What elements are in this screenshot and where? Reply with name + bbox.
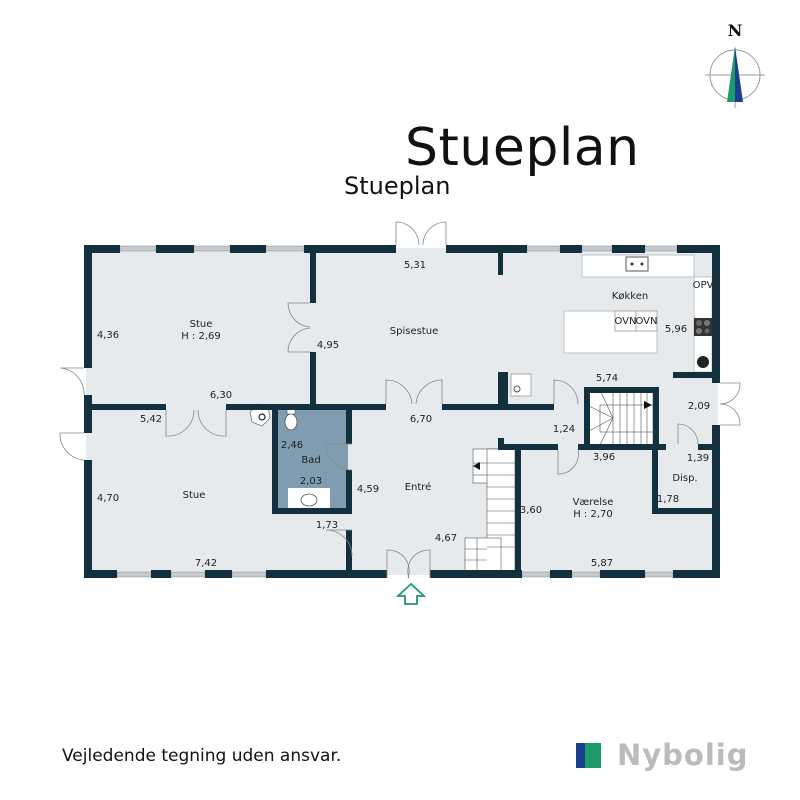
north-arrow-icon: N (705, 21, 765, 108)
dim-label: 4,67 (435, 533, 457, 544)
dim-label: 4,59 (357, 484, 379, 495)
room-stue-1-name: Stue (190, 319, 213, 330)
fridge-label: OPV (693, 280, 714, 291)
washbasin-icon (288, 488, 330, 508)
room-spisestue-name: Spisestue (390, 326, 438, 337)
room-entre-name: Entré (405, 481, 432, 493)
dim-label: 1,78 (657, 494, 679, 505)
dim-label: 4,70 (97, 493, 119, 504)
stove-icon (694, 318, 712, 336)
disclaimer-text: Vejledende tegning uden ansvar. (62, 746, 342, 766)
entrance-arrow-icon (395, 582, 427, 605)
dim-label: 5,42 (140, 414, 162, 425)
room-kokken-name: Køkken (612, 291, 648, 302)
room-vaerelse-name: Værelse (573, 497, 614, 508)
dim-label: 5,74 (596, 373, 618, 384)
dim-label: 7,42 (195, 558, 217, 569)
oven-label-2: OVN (635, 316, 657, 327)
dim-label: 2,03 (300, 476, 322, 487)
room-stue-2-name: Stue (183, 490, 206, 501)
sink-icon (625, 256, 649, 272)
toilet-icon (284, 413, 298, 431)
dim-label: 6,70 (410, 414, 432, 425)
dim-label: 1,39 (687, 453, 709, 464)
doors (59, 221, 741, 579)
dim-label: 5,31 (404, 260, 426, 271)
dim-label: 1,24 (553, 424, 575, 435)
room-stue-1-height: H : 2,69 (181, 331, 221, 342)
compass-letter: N (728, 21, 743, 40)
dim-label: 6,30 (210, 390, 232, 401)
dim-label: 4,36 (97, 330, 119, 341)
room-bad-name: Bad (301, 455, 320, 466)
dim-label: 4,95 (317, 340, 339, 351)
dim-label: 5,87 (591, 558, 613, 569)
page-title: Stueplan (405, 118, 640, 178)
room-vaerelse-height: H : 2,70 (573, 509, 613, 520)
kitchen-island (563, 310, 658, 354)
dim-label: 5,96 (665, 324, 687, 335)
floor-label: Stueplan (344, 172, 451, 200)
room-disp-name: Disp. (672, 473, 697, 484)
oven-label-1: OVN (614, 316, 636, 327)
dim-label: 2,09 (688, 401, 710, 412)
staircase-upper (586, 389, 654, 446)
logo-wordmark: Nybolig (617, 738, 749, 772)
nybolig-logo: Nybolig (576, 738, 749, 772)
dim-label: 2,46 (281, 440, 303, 451)
walls (84, 245, 720, 578)
fan-icon (697, 356, 709, 368)
dim-label: 3,96 (593, 452, 615, 463)
dim-label: 3,60 (520, 505, 542, 516)
dim-label: 1,73 (316, 520, 338, 531)
logo-mark-icon (576, 742, 601, 768)
